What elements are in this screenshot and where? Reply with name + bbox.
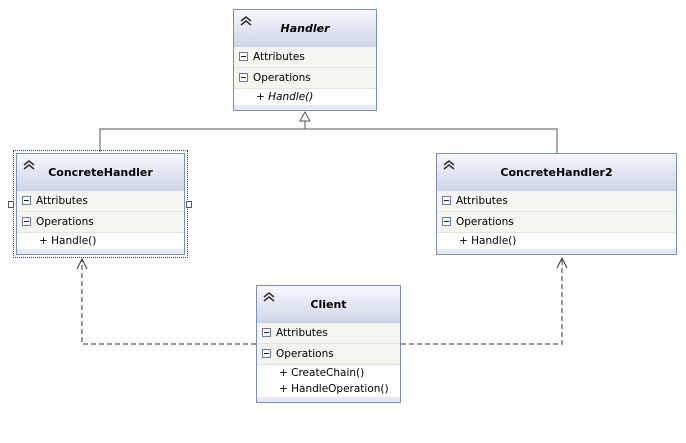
inheritance-line-concretehandler[interactable] xyxy=(99,117,306,152)
class-name: Handler xyxy=(280,21,330,35)
attributes-section[interactable]: Attributes xyxy=(257,323,400,344)
class-concretehandler[interactable]: ConcreteHandler Attributes Operations + … xyxy=(13,150,188,258)
operations-section[interactable]: Operations xyxy=(437,212,676,233)
attributes-label: Attributes xyxy=(276,327,328,339)
collapse-chevron-icon[interactable] xyxy=(442,159,456,171)
attributes-section[interactable]: Attributes xyxy=(437,191,676,212)
dependency-line-client-concretehandler2[interactable] xyxy=(401,259,563,345)
resize-handle-right[interactable] xyxy=(186,201,192,208)
attributes-section[interactable]: Attributes xyxy=(17,191,184,212)
operation-item[interactable]: + HandleOperation() xyxy=(257,381,400,397)
operations-section[interactable]: Operations xyxy=(257,344,400,365)
collapse-minus-icon[interactable] xyxy=(442,196,451,205)
class-header[interactable]: Handler xyxy=(234,10,376,47)
operations-section[interactable]: Operations xyxy=(234,68,376,89)
operation-item[interactable]: + Handle() xyxy=(437,233,676,249)
collapse-minus-icon[interactable] xyxy=(262,328,271,337)
attributes-label: Attributes xyxy=(36,195,88,207)
class-name: Client xyxy=(310,297,347,311)
inheritance-line-concretehandler2[interactable] xyxy=(305,128,558,153)
class-header[interactable]: Client xyxy=(257,286,400,323)
collapse-minus-icon[interactable] xyxy=(442,217,451,226)
collapse-chevron-icon[interactable] xyxy=(239,15,253,27)
attributes-label: Attributes xyxy=(253,51,305,63)
dependency-line-client-concretehandler[interactable] xyxy=(81,260,256,345)
operations-label: Operations xyxy=(36,216,94,228)
class-handler[interactable]: Handler Attributes Operations + Handle() xyxy=(233,9,377,111)
operation-item[interactable]: + CreateChain() xyxy=(257,365,400,381)
collapse-chevron-icon[interactable] xyxy=(22,159,36,171)
class-client[interactable]: Client Attributes Operations + CreateCha… xyxy=(256,285,401,403)
operations-label: Operations xyxy=(253,72,311,84)
dependency-arrowhead-concretehandler xyxy=(76,257,88,270)
attributes-label: Attributes xyxy=(456,195,508,207)
operations-label: Operations xyxy=(276,348,334,360)
class-header[interactable]: ConcreteHandler2 xyxy=(437,154,676,191)
operations-section[interactable]: Operations xyxy=(17,212,184,233)
inheritance-arrowhead xyxy=(299,110,311,122)
collapse-chevron-icon[interactable] xyxy=(262,291,276,303)
class-concretehandler2[interactable]: ConcreteHandler2 Attributes Operations +… xyxy=(436,153,677,255)
collapse-minus-icon[interactable] xyxy=(262,349,271,358)
collapse-minus-icon[interactable] xyxy=(22,196,31,205)
operation-item[interactable]: + Handle() xyxy=(17,233,184,249)
operation-item[interactable]: + Handle() xyxy=(234,89,376,105)
operations-label: Operations xyxy=(456,216,514,228)
collapse-minus-icon[interactable] xyxy=(239,52,248,61)
class-header[interactable]: ConcreteHandler xyxy=(17,154,184,191)
resize-handle-left[interactable] xyxy=(8,201,14,208)
attributes-section[interactable]: Attributes xyxy=(234,47,376,68)
class-name: ConcreteHandler2 xyxy=(500,165,613,179)
collapse-minus-icon[interactable] xyxy=(239,73,248,82)
class-name: ConcreteHandler xyxy=(48,165,153,179)
collapse-minus-icon[interactable] xyxy=(22,217,31,226)
dependency-arrowhead-concretehandler2 xyxy=(556,256,568,269)
